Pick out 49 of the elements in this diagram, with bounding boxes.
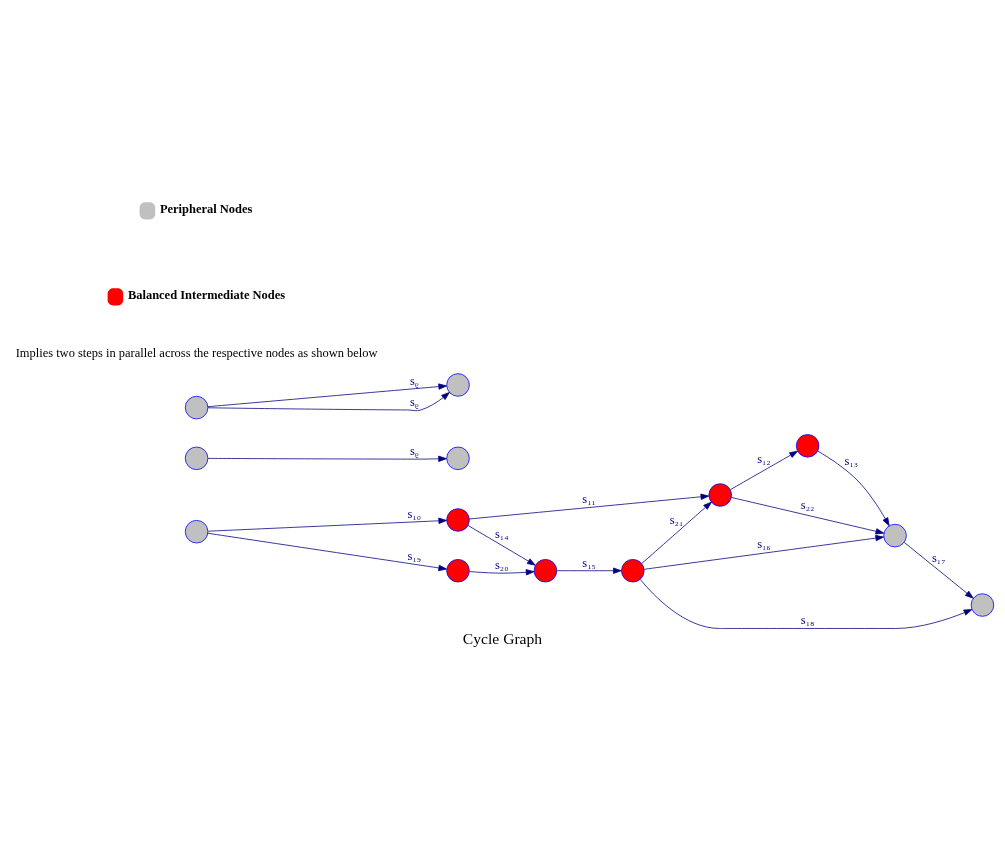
edge-label: s₁₀ — [407, 505, 422, 520]
label: Implies two steps in parallel across the respective nodes as shown below — [15, 345, 378, 360]
node-circle — [446, 446, 470, 470]
node-circle — [970, 592, 995, 617]
edge-label: s₁₁ — [582, 491, 596, 506]
arrow — [639, 578, 973, 629]
edge-label: s₁₅ — [582, 555, 596, 570]
node-circle — [708, 482, 732, 507]
legend-label: Balanced Intermediate Nodes — [127, 287, 286, 302]
legend-label: Peripheral Nodes — [159, 201, 253, 216]
edge-label: s₁₂ — [757, 451, 771, 466]
edge-label: s₁₆ — [757, 536, 771, 551]
edge-label: s₂₂ — [800, 497, 815, 512]
arrow — [468, 493, 710, 519]
arrow — [641, 501, 712, 564]
node-circle — [795, 433, 820, 458]
arrow — [730, 496, 885, 534]
edge-label: s₁₇ — [931, 550, 946, 565]
edge-label: s₂₁ — [669, 512, 684, 527]
arrow — [207, 382, 447, 407]
node-circle — [184, 519, 209, 543]
edge-label: sᵨ — [410, 443, 419, 458]
edge-label: sᵨ — [410, 394, 419, 409]
node-circle — [184, 446, 209, 470]
node-circle — [446, 507, 470, 532]
arrow — [643, 534, 884, 570]
arrow — [730, 450, 798, 490]
arrow — [207, 455, 447, 462]
caption: Cycle Graph — [462, 629, 543, 647]
edge-label: sᵨ — [410, 373, 419, 388]
node-circle — [533, 558, 558, 582]
node-circle — [446, 372, 470, 397]
edge-label: s₂₀ — [494, 557, 509, 572]
node-circle — [184, 395, 209, 419]
arrow — [469, 568, 535, 575]
arrow — [467, 524, 536, 566]
edge-label: s₁₈ — [800, 612, 815, 627]
arrow — [207, 517, 448, 532]
edge-label: s₁₉ — [407, 548, 422, 563]
arrow — [207, 391, 450, 411]
node-circle — [446, 558, 470, 582]
arrow — [817, 450, 890, 526]
node-circle — [883, 523, 907, 547]
arrow — [904, 541, 974, 599]
node-circle — [621, 558, 645, 582]
arrow — [207, 532, 447, 571]
arrow — [556, 567, 622, 574]
edge-label: s₁₄ — [494, 526, 509, 541]
edge-label: s₁₃ — [844, 453, 859, 468]
